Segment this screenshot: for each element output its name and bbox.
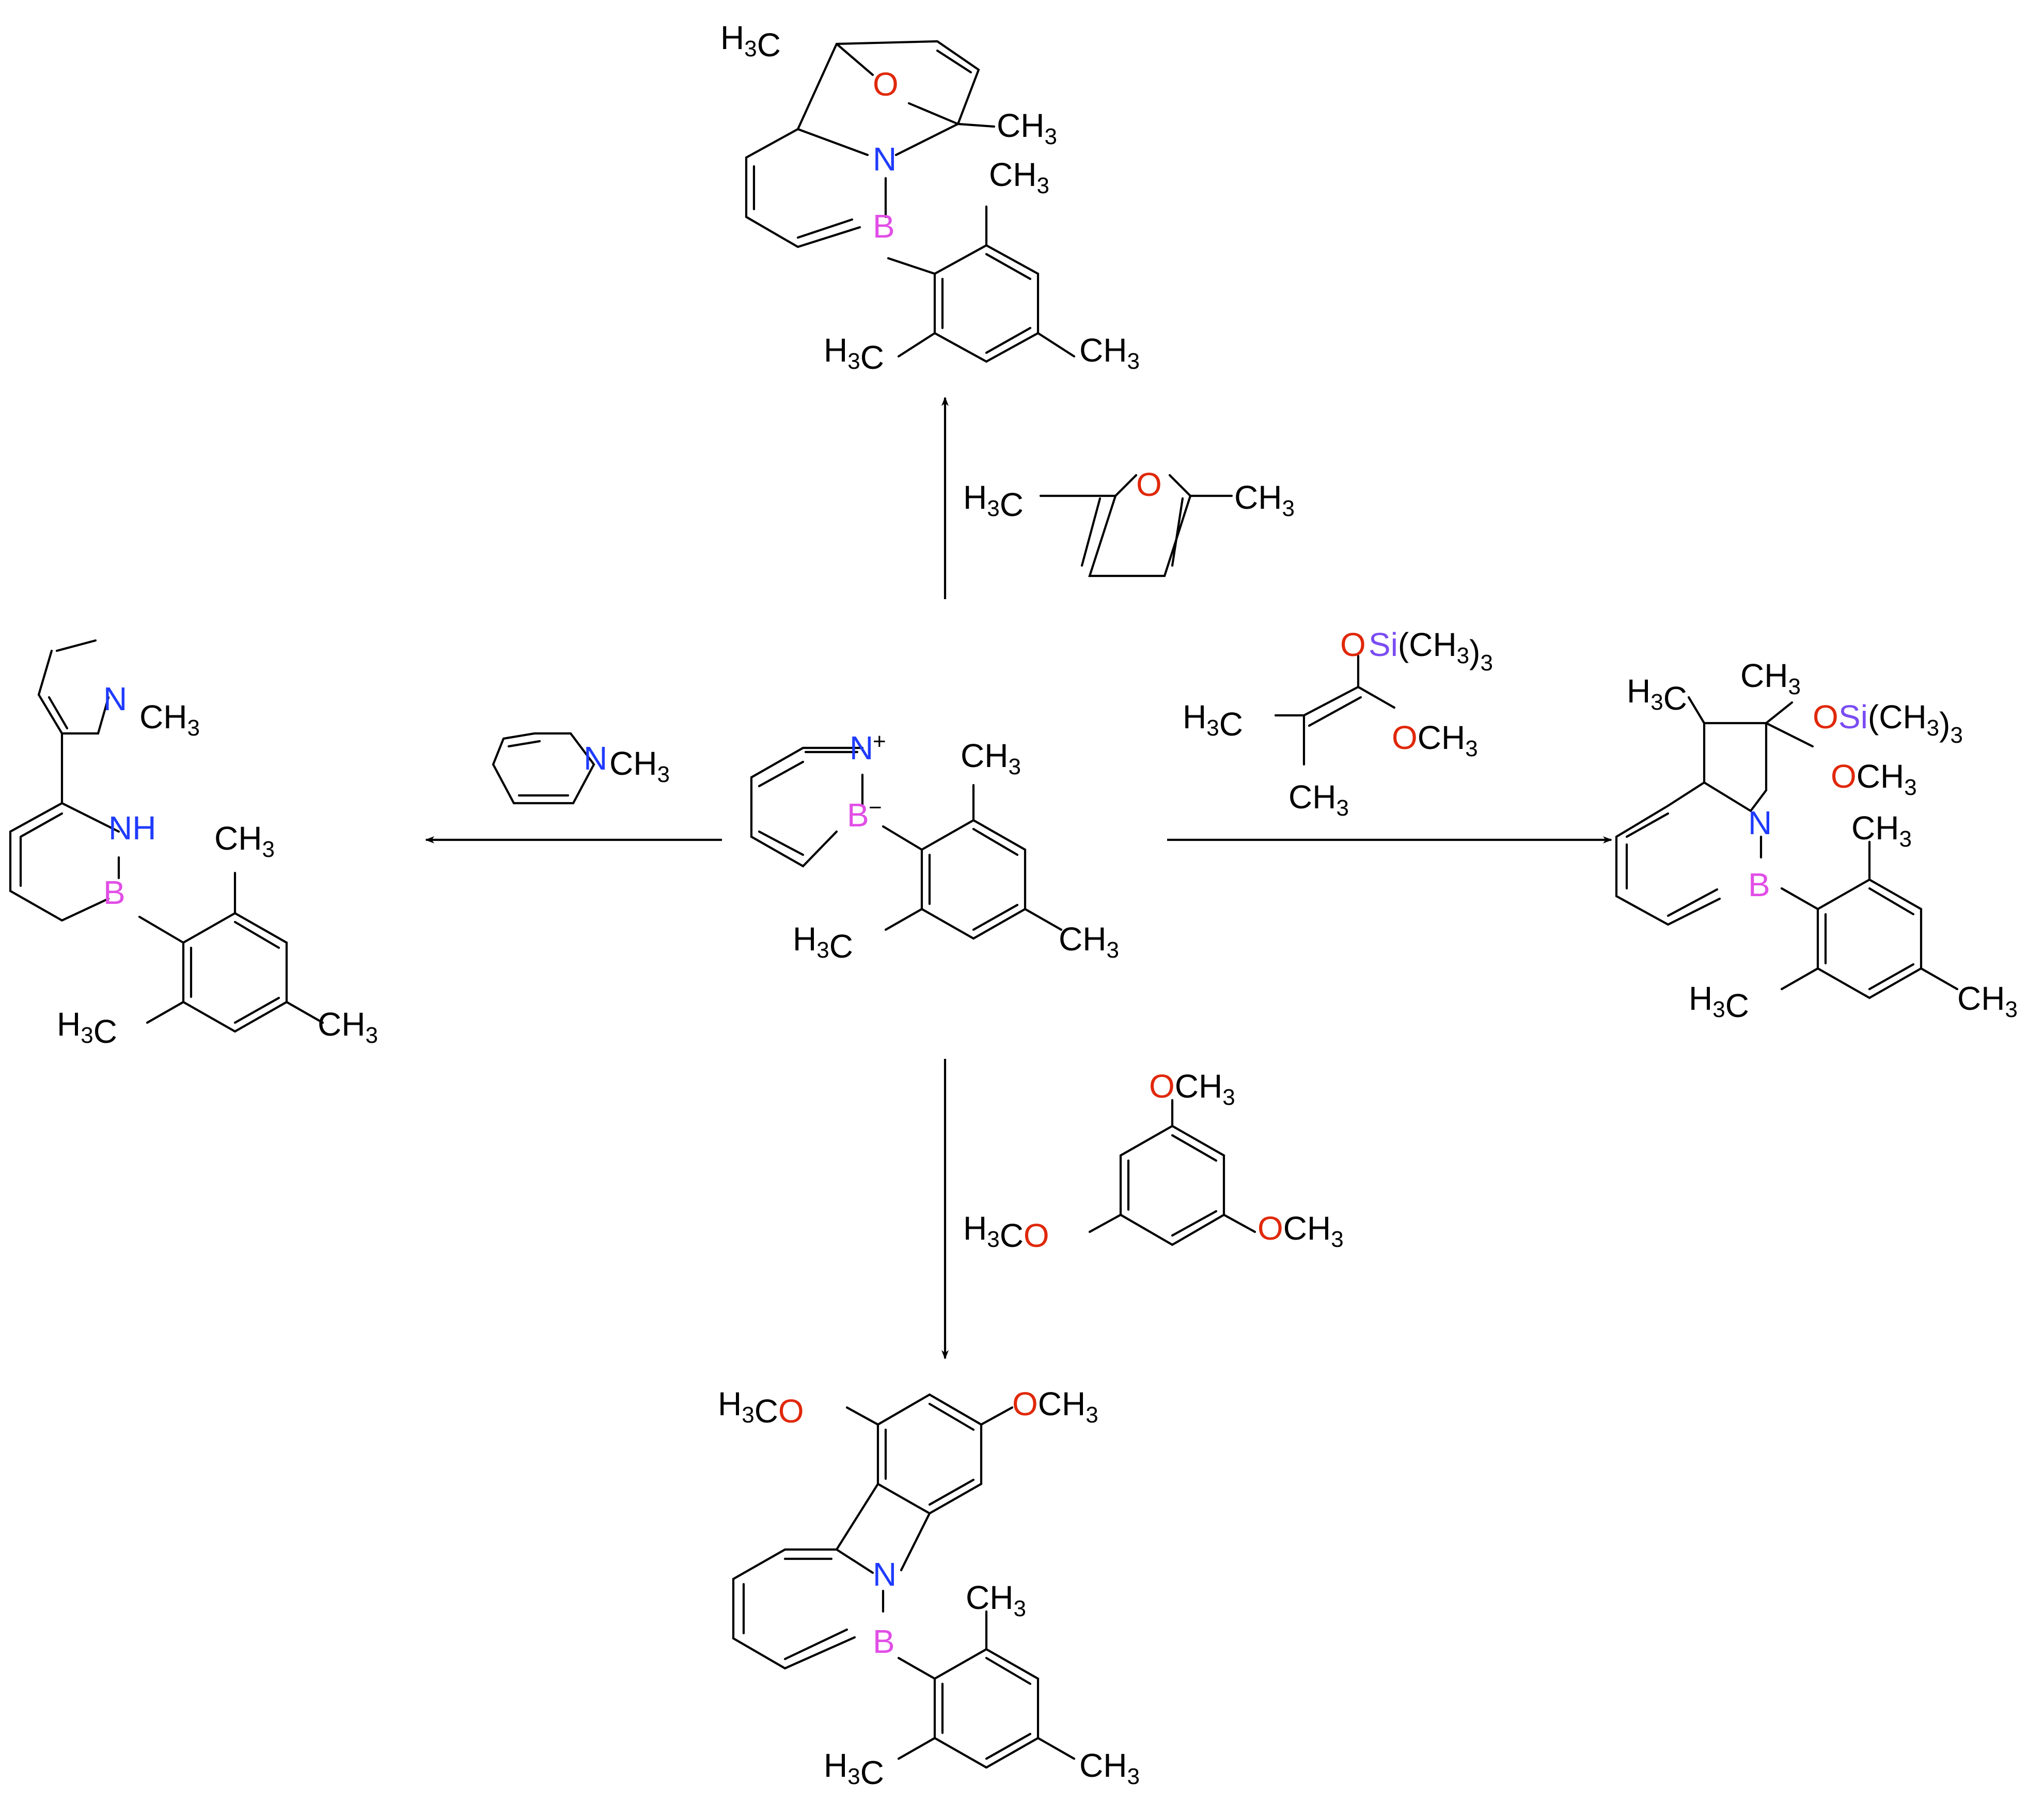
molecule-right-product (1615, 696, 1959, 999)
molecule-center-azaborine (750, 746, 1063, 940)
atom-label-h3co: H3CO (718, 1385, 804, 1430)
molecule-bottom-product (732, 1393, 1076, 1769)
molecule-top-product (745, 40, 1076, 363)
atom-label-ch3: CH3 (989, 156, 1049, 198)
atom-label-h3c: H3C (1689, 980, 1749, 1024)
atom-label-ch3: CH3 (318, 1006, 378, 1048)
atom-label-ch3: CH3 (997, 107, 1057, 149)
atom-label-b: B (873, 1623, 895, 1660)
reaction-arrows (425, 397, 1612, 1359)
atom-label-n: N (850, 729, 873, 766)
atom-label-n: N (584, 740, 607, 777)
atom-label-och3: OCH3 (1257, 1210, 1344, 1252)
atom-label-ch3: CH3 (609, 745, 670, 787)
atom-label-o: O (873, 66, 899, 103)
atom-label-ch3: CH3 (214, 820, 275, 862)
molecule-methylpyrrole (492, 732, 595, 805)
atom-label-och3: OCH3 (1012, 1385, 1098, 1428)
atom-label-b: B (847, 796, 869, 834)
atom-label-ch3: CH3 (1059, 920, 1119, 963)
atom-label-ch3: CH3 (1079, 332, 1140, 374)
atom-label-b: B (873, 208, 895, 245)
atom-label-h3co: H3CO (963, 1210, 1049, 1254)
atom-label-h3c: H3C (57, 1006, 117, 1050)
atom-label-n: N (1748, 804, 1772, 841)
molecule-left-product (9, 639, 324, 1033)
atom-label-h3c: H3C (793, 920, 853, 965)
atom-label-och3: OCH3 (1392, 719, 1478, 761)
atom-label-b: B (1748, 866, 1770, 903)
atom-label-n: N (873, 1556, 897, 1593)
atom-label-ch3: CH3 (1851, 809, 1912, 852)
atom-label-si: Si(CH3)3 (1838, 698, 1963, 748)
charge-minus: − (869, 795, 882, 820)
atom-label-h3c: H3C (1183, 698, 1243, 743)
atom-label-si: Si(CH3)3 (1369, 626, 1493, 676)
atom-label-h3c: H3C (824, 332, 884, 376)
atom-label-ch3: CH3 (961, 737, 1021, 779)
atom-label-ch3: CH3 (139, 698, 200, 741)
atom-label-ch3: CH3 (1740, 657, 1801, 699)
atom-label-h3c: H3C (1627, 672, 1687, 717)
atom-label-ch3: CH3 (966, 1579, 1026, 1621)
atom-label-och3: OCH3 (1149, 1068, 1235, 1110)
atom-label-o: O (1340, 626, 1366, 663)
atom-label-ch3: CH3 (1079, 1747, 1140, 1789)
atom-label-n: N (103, 680, 127, 717)
molecule-dimethylfuran (1039, 474, 1233, 577)
charge-plus: + (873, 729, 886, 754)
atom-label-ch3: CH3 (1234, 479, 1295, 521)
molecule-silyl-ketene-acetal (1274, 654, 1396, 766)
atom-label-o: O (1813, 698, 1838, 736)
atom-label-och3: OCH3 (1831, 758, 1917, 800)
atom-label-b: B (103, 874, 125, 911)
molecule-trimethoxybenzene (1088, 1099, 1256, 1246)
atom-label-h3c: H3C (963, 479, 1024, 523)
atom-label-nh: NH (108, 809, 156, 847)
atom-label-h3c: H3C (824, 1747, 884, 1791)
atom-label-n: N (873, 140, 897, 178)
atom-label-o: O (1136, 466, 1162, 503)
atom-label-ch3: CH3 (1957, 980, 2018, 1022)
atom-label-ch3: CH3 (1288, 778, 1349, 821)
atom-label-h3c: H3C (720, 19, 781, 64)
